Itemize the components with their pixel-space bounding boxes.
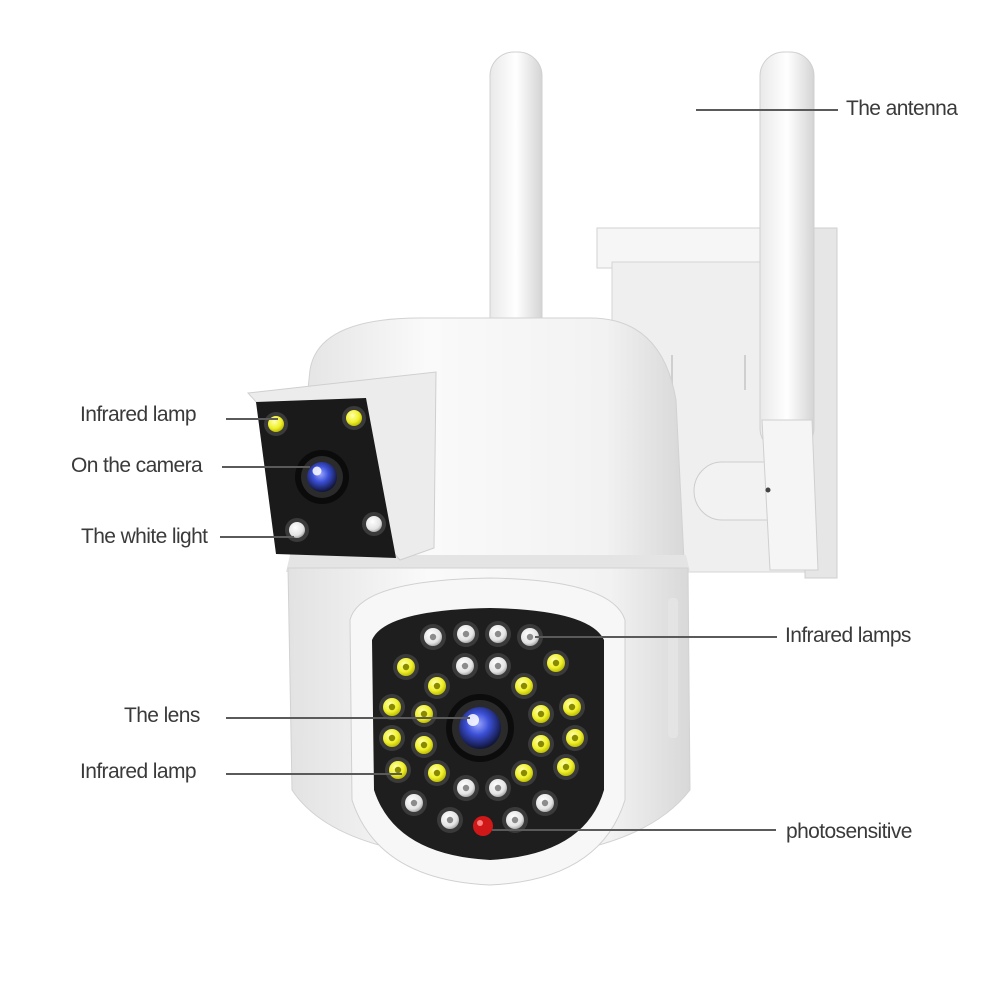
infrared-led-yellow bbox=[543, 650, 569, 676]
label-infrared-lamps: Infrared lamps bbox=[785, 624, 911, 647]
infrared-led-white bbox=[401, 790, 427, 816]
leader-line-lens bbox=[226, 717, 470, 719]
infrared-led-yellow bbox=[424, 760, 450, 786]
infrared-led-yellow bbox=[393, 654, 419, 680]
infrared-led-yellow bbox=[528, 701, 554, 727]
leader-line-photosensitive bbox=[492, 829, 776, 831]
leader-line-antenna bbox=[696, 109, 838, 111]
infrared-led-white bbox=[453, 775, 479, 801]
infrared-led-yellow bbox=[562, 725, 588, 751]
main-lens bbox=[446, 694, 514, 762]
label-lens: The lens bbox=[124, 704, 200, 727]
infrared-led-yellow bbox=[511, 673, 537, 699]
leader-line-on-the-camera bbox=[222, 466, 310, 468]
infrared-led-yellow bbox=[379, 725, 405, 751]
label-infrared-lamp-bottom: Infrared lamp bbox=[80, 760, 197, 783]
leader-line-white-light bbox=[220, 536, 294, 538]
leader-line-infrared-lamp-top bbox=[226, 418, 278, 420]
leader-line-infrared-lamps bbox=[535, 636, 777, 638]
infrared-led-yellow bbox=[379, 694, 405, 720]
infrared-led-white bbox=[452, 653, 478, 679]
infrared-led-yellow bbox=[559, 694, 585, 720]
infrared-led-yellow bbox=[424, 673, 450, 699]
leader-line-infrared-lamp-bottom bbox=[226, 773, 402, 775]
infrared-led-white bbox=[420, 624, 446, 650]
infrared-led-white bbox=[502, 807, 528, 833]
label-photosensitive: photosensitive bbox=[786, 820, 912, 843]
infrared-led-yellow bbox=[411, 701, 437, 727]
infrared-led-white bbox=[485, 621, 511, 647]
infrared-led-white bbox=[532, 790, 558, 816]
infrared-led-yellow bbox=[553, 754, 579, 780]
label-white-light: The white light bbox=[81, 525, 208, 548]
infrared-led-array bbox=[379, 621, 588, 833]
label-on-the-camera: On the camera bbox=[71, 454, 203, 477]
label-antenna: The antenna bbox=[846, 97, 958, 120]
infrared-led-white bbox=[485, 653, 511, 679]
infrared-led-white bbox=[453, 621, 479, 647]
infrared-led-white bbox=[517, 624, 543, 650]
infrared-led-yellow bbox=[511, 760, 537, 786]
infrared-led-white bbox=[485, 775, 511, 801]
module-lens bbox=[295, 450, 349, 504]
antennas bbox=[489, 51, 819, 571]
infrared-led-white bbox=[437, 807, 463, 833]
infrared-led-yellow bbox=[385, 757, 411, 783]
label-infrared-lamp-top: Infrared lamp bbox=[80, 403, 197, 426]
secondary-camera-module bbox=[246, 371, 437, 561]
infrared-led-yellow bbox=[411, 732, 437, 758]
infrared-led-yellow bbox=[528, 731, 554, 757]
photosensor bbox=[473, 816, 493, 836]
